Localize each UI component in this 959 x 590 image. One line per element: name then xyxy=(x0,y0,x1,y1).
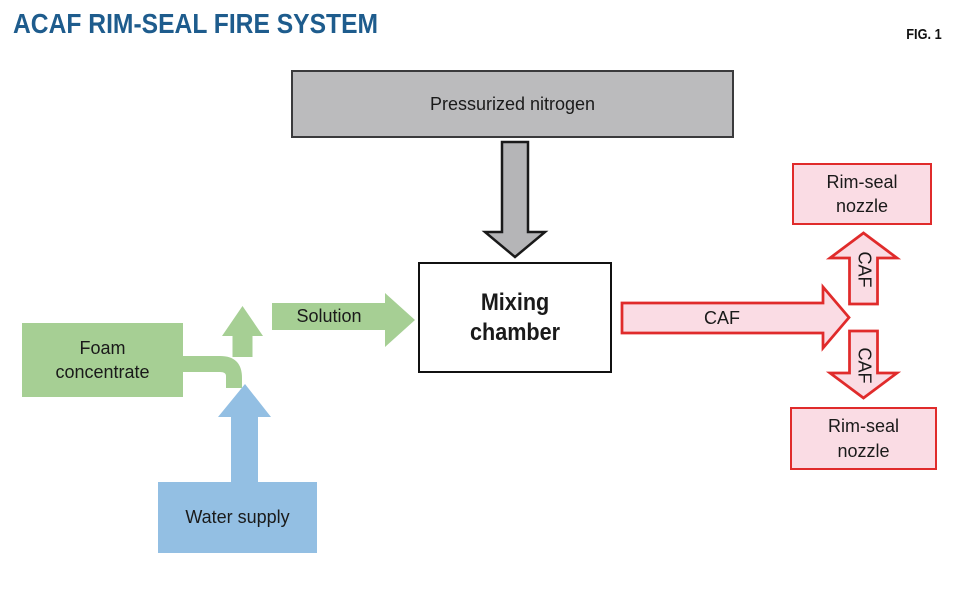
nitrogen-feed-arrow xyxy=(481,140,549,259)
node-foam-concentrate-label: Foam concentrate xyxy=(55,337,150,382)
node-foam-concentrate: Foam concentrate xyxy=(22,323,183,397)
solution-label: Solution xyxy=(296,306,362,326)
junction-up-arrow xyxy=(222,306,263,357)
caf-main-label: CAF xyxy=(704,307,740,328)
node-rim-seal-nozzle-bottom-label: Rim-seal nozzle xyxy=(827,416,899,461)
caf-main-arrow xyxy=(620,283,851,352)
caf-up-label: CAF xyxy=(854,251,875,287)
solution-arrow xyxy=(272,293,415,347)
node-pressurized-nitrogen: Pressurized nitrogen xyxy=(291,70,734,138)
node-mixing-chamber-label: Mixing chamber xyxy=(469,288,561,346)
foam-feed-connector xyxy=(180,356,242,388)
node-rim-seal-nozzle-top: Rim-seal nozzle xyxy=(792,163,932,225)
node-mixing-chamber: Mixing chamber xyxy=(418,262,612,373)
water-feed-arrow xyxy=(218,384,271,483)
diagram-title: ACAF RIM-SEAL FIRE SYSTEM xyxy=(13,8,379,39)
caf-down-label: CAF xyxy=(854,347,875,383)
node-pressurized-nitrogen-label: Pressurized nitrogen xyxy=(429,93,596,114)
figure-label: FIG. 1 xyxy=(906,26,942,43)
node-rim-seal-nozzle-bottom: Rim-seal nozzle xyxy=(790,407,937,470)
caf-up-arrow xyxy=(825,231,902,306)
caf-down-arrow xyxy=(825,329,902,400)
node-water-supply-label: Water supply xyxy=(185,507,290,528)
node-rim-seal-nozzle-top-label: Rim-seal nozzle xyxy=(826,171,898,216)
node-water-supply: Water supply xyxy=(158,482,317,553)
